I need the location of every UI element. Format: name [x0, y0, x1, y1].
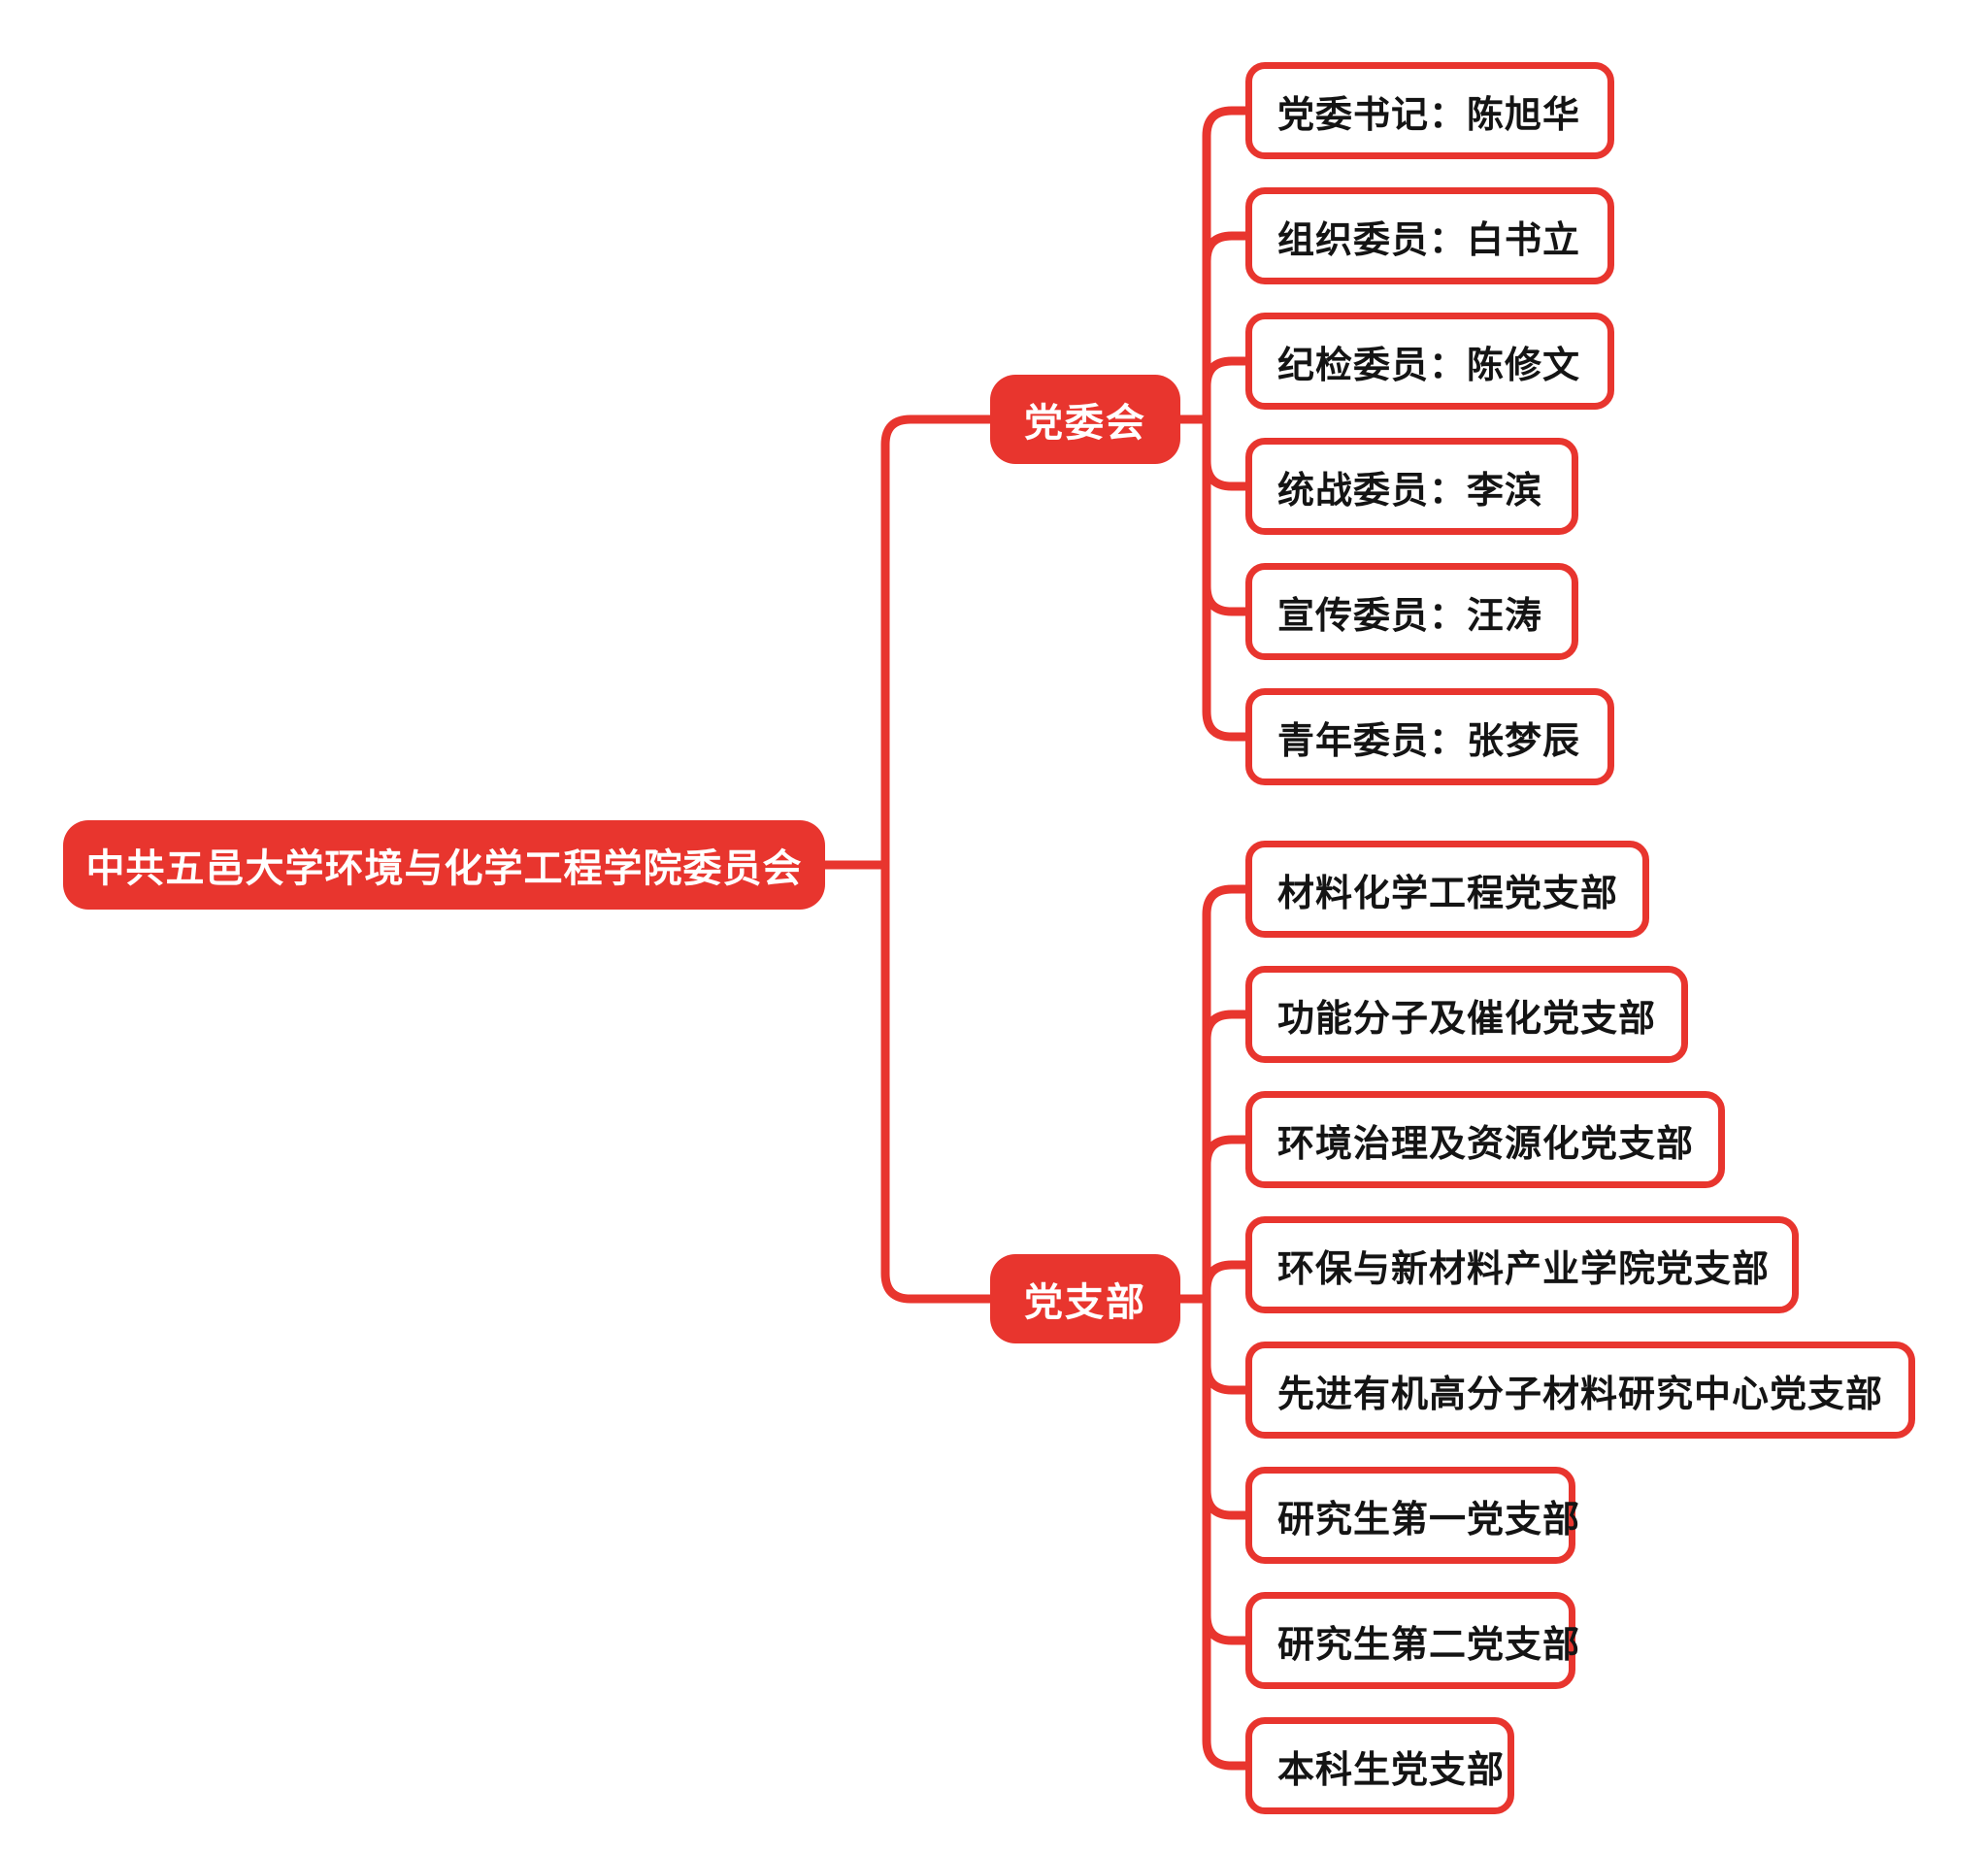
connector-dangzhibu-child-2	[1202, 1010, 1250, 1304]
connector-dangzhibu-child-7	[1202, 1294, 1250, 1645]
leaf-node-discipline-member[interactable]: 纪检委员：陈修文	[1245, 313, 1614, 410]
leaf-node-label: 党委书记：陈旭华	[1277, 94, 1581, 136]
leaf-node-label: 青年委员：张梦辰	[1277, 720, 1581, 762]
leaf-node-undergraduate-branch[interactable]: 本科生党支部	[1245, 1717, 1514, 1814]
connector-dangzhibu-child-5	[1202, 1294, 1250, 1395]
leaf-node-label: 统战委员：李滨	[1277, 470, 1543, 512]
leaf-node-label: 研究生第一党支部	[1277, 1499, 1581, 1541]
leaf-node-label: 研究生第二党支部	[1277, 1624, 1581, 1666]
leaf-node-advanced-polymer-research-center-branch[interactable]: 先进有机高分子材料研究中心党支部	[1245, 1342, 1915, 1439]
leaf-node-label: 先进有机高分子材料研究中心党支部	[1277, 1374, 1884, 1415]
connector-dangweihui-child-2	[1202, 231, 1250, 424]
branch-node-label: 党支部	[1024, 1281, 1146, 1324]
leaf-node-united-front-member[interactable]: 统战委员：李滨	[1245, 438, 1578, 535]
connector-dangweihui-child-3	[1202, 356, 1250, 424]
leaf-node-functional-molecule-catalysis-branch[interactable]: 功能分子及催化党支部	[1245, 966, 1688, 1063]
leaf-node-materials-chem-eng-branch[interactable]: 材料化学工程党支部	[1245, 841, 1649, 938]
leaf-node-label: 材料化学工程党支部	[1277, 873, 1619, 914]
leaf-node-propaganda-member[interactable]: 宣传委员：汪涛	[1245, 563, 1578, 660]
connector-dangweihui-child-1	[1202, 106, 1250, 424]
branch-node-dangzhibu[interactable]: 党支部	[990, 1254, 1180, 1343]
root-node-label: 中共五邑大学环境与化学工程学院委员会	[85, 847, 803, 890]
leaf-node-label: 环保与新材料产业学院党支部	[1277, 1248, 1771, 1290]
branch-node-label: 党委会	[1024, 402, 1146, 445]
leaf-node-label: 功能分子及催化党支部	[1277, 998, 1657, 1040]
connector-dangweihui-child-4	[1202, 414, 1250, 491]
connector-root-to-dangweihui	[880, 414, 995, 870]
branch-node-dangweihui[interactable]: 党委会	[990, 375, 1180, 464]
leaf-node-graduate-second-branch[interactable]: 研究生第二党支部	[1245, 1592, 1579, 1689]
connector-dangzhibu-child-6	[1202, 1294, 1250, 1520]
connector-dangweihui-child-6	[1202, 414, 1250, 742]
leaf-node-label: 组织委员：白书立	[1277, 219, 1581, 261]
connector-dangzhibu-child-4	[1202, 1260, 1250, 1304]
leaf-node-label: 宣传委员：汪涛	[1277, 595, 1543, 637]
leaf-node-label: 环境治理及资源化党支部	[1277, 1123, 1695, 1165]
leaf-node-graduate-first-branch[interactable]: 研究生第一党支部	[1245, 1467, 1579, 1564]
leaf-node-label: 本科生党支部	[1277, 1749, 1506, 1791]
leaf-node-youth-member[interactable]: 青年委员：张梦辰	[1245, 688, 1614, 785]
connector-dangzhibu-child-8	[1202, 1294, 1250, 1771]
leaf-node-organization-member[interactable]: 组织委员：白书立	[1245, 187, 1614, 284]
leaf-node-label: 纪检委员：陈修文	[1277, 345, 1581, 386]
leaf-node-env-governance-resource-branch[interactable]: 环境治理及资源化党支部	[1245, 1091, 1725, 1188]
leaf-node-env-new-materials-industry-college-branch[interactable]: 环保与新材料产业学院党支部	[1245, 1216, 1799, 1313]
leaf-node-party-secretary[interactable]: 党委书记：陈旭华	[1245, 62, 1614, 159]
connector-root-to-dangzhibu	[880, 860, 995, 1304]
root-node[interactable]: 中共五邑大学环境与化学工程学院委员会	[63, 820, 825, 910]
connector-dangzhibu-child-3	[1202, 1135, 1250, 1304]
connector-dangzhibu-child-1	[1202, 884, 1250, 1304]
connector-dangweihui-child-5	[1202, 414, 1250, 616]
